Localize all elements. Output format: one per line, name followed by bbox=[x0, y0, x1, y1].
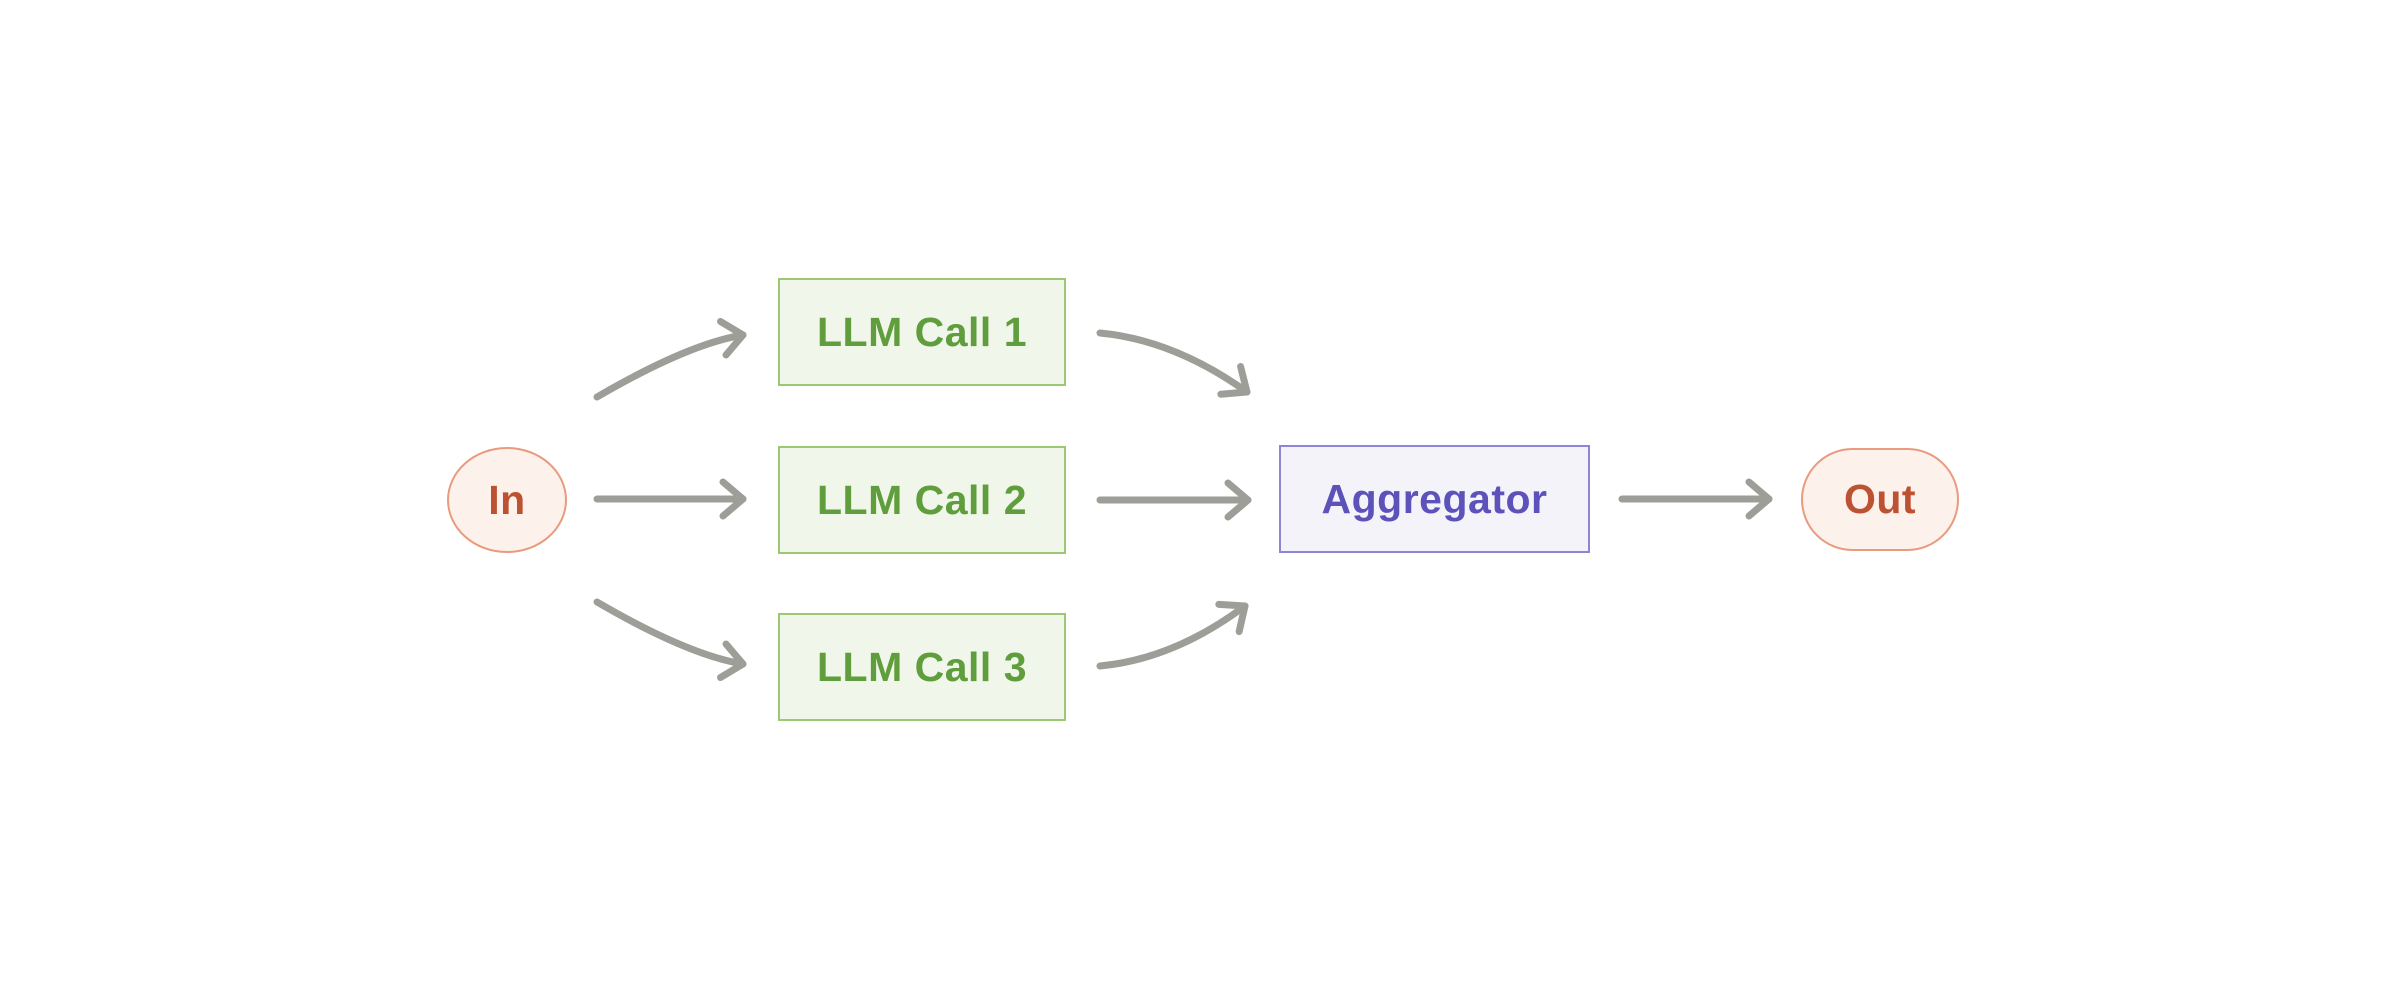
node-llm-call-3-label: LLM Call 3 bbox=[816, 643, 1028, 690]
arrow-llm-call-3-to-aggregator bbox=[1096, 600, 1249, 670]
arrow-llm-call-1-to-aggregator bbox=[1096, 329, 1251, 398]
node-in: In bbox=[447, 447, 567, 553]
node-llm-call-1-label: LLM Call 1 bbox=[816, 308, 1028, 355]
arrow-in-to-llm-call-3 bbox=[593, 598, 747, 682]
node-in-label: In bbox=[488, 476, 526, 523]
node-llm-call-1: LLM Call 1 bbox=[778, 278, 1066, 386]
node-llm-call-2: LLM Call 2 bbox=[778, 446, 1066, 554]
node-out-label: Out bbox=[1843, 476, 1917, 522]
arrow-in-to-llm-call-1 bbox=[593, 317, 747, 401]
node-llm-call-2-label: LLM Call 2 bbox=[816, 476, 1028, 523]
node-llm-call-3: LLM Call 3 bbox=[778, 613, 1066, 721]
node-out: Out bbox=[1801, 448, 1959, 551]
node-aggregator-label: Aggregator bbox=[1321, 475, 1548, 522]
node-aggregator: Aggregator bbox=[1279, 445, 1590, 553]
